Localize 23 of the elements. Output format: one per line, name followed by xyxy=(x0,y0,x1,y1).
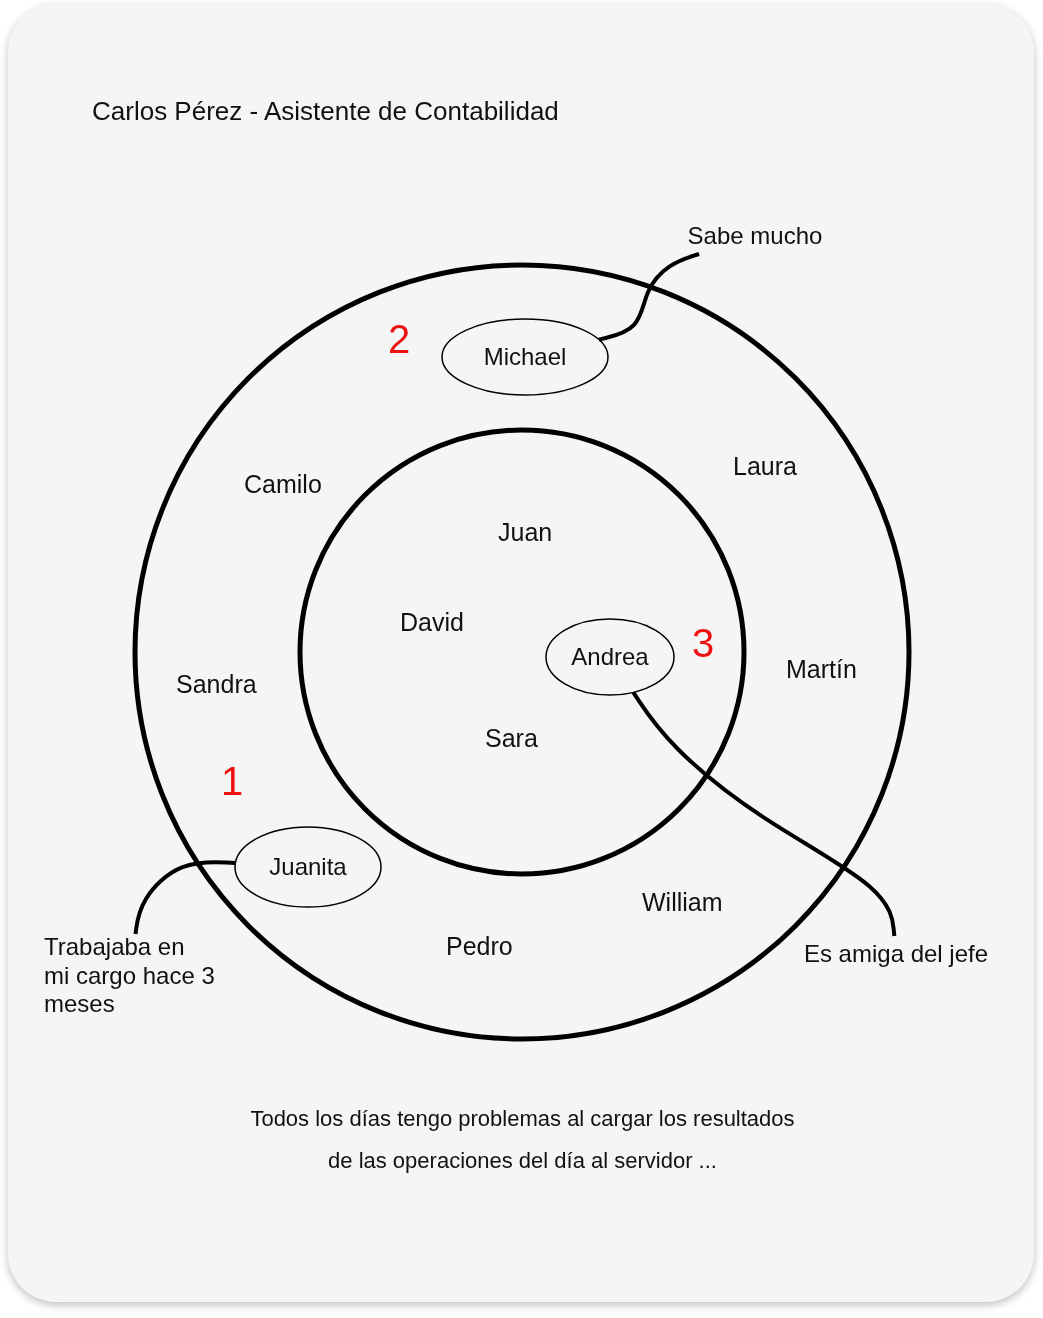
callout-number: 2 xyxy=(388,317,411,362)
person-name: Pedro xyxy=(446,932,513,961)
person-name: William xyxy=(642,888,723,917)
title: Carlos Pérez - Asistente de Contabilidad xyxy=(92,96,559,127)
person-name: Juan xyxy=(498,518,553,547)
callout-text: Trabajaba en mi cargo hace 3 meses xyxy=(44,932,216,1020)
callout-text: Sabe mucho xyxy=(687,221,823,251)
callout-text: Es amiga del jefe xyxy=(803,939,989,969)
leader-line xyxy=(598,252,700,342)
leader-line xyxy=(631,691,897,937)
person-name: Andrea xyxy=(571,642,649,672)
person-name: Laura xyxy=(733,452,797,481)
caption: Todos los días tengo problemas al cargar los resultados de las operaciones del día al servidor ... xyxy=(250,1105,795,1175)
person-name: Martín xyxy=(786,655,857,684)
person-name: Camilo xyxy=(244,470,322,499)
person-name: Sandra xyxy=(176,670,257,699)
callout-number: 3 xyxy=(692,621,715,666)
person-name: Juanita xyxy=(269,852,347,882)
person-name: Michael xyxy=(483,342,567,372)
callout-number: 1 xyxy=(221,759,244,804)
person-name: Sara xyxy=(485,724,538,753)
leader-line xyxy=(133,860,236,935)
person-name: David xyxy=(400,608,464,637)
